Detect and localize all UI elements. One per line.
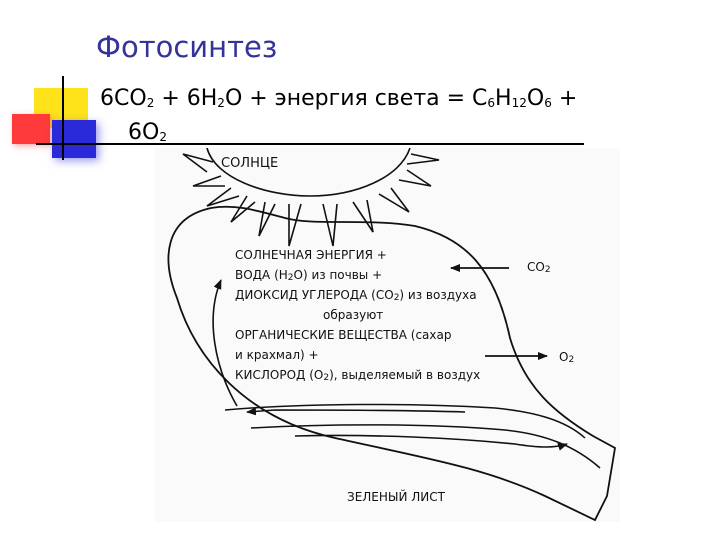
page-title: Фотосинтез: [96, 30, 278, 64]
formula-part: + 6H: [154, 86, 218, 111]
formula-sub: 6: [487, 96, 496, 110]
sun-ray: [258, 201, 276, 237]
formula-sub: 2: [146, 96, 155, 110]
diagram-line-2: ВОДА (H2O) из почвы +: [235, 268, 382, 283]
formula-line-2: 6O2: [100, 118, 577, 152]
sun-ray: [352, 199, 374, 233]
formula-sub: 6: [544, 96, 552, 110]
formula-part: O: [526, 86, 545, 111]
formula-part: 6O: [128, 120, 160, 145]
diagram-line-5: ОРГАНИЧЕСКИЕ ВЕЩЕСТВА (сахар: [235, 328, 452, 342]
diagram-line-6: и крахмал) +: [235, 348, 319, 362]
diagram-line-3: ДИОКСИД УГЛЕРОДА (CO2) из воздуха: [235, 288, 477, 303]
sun-label: СОЛНЦЕ: [221, 156, 279, 171]
text-sub: 2: [287, 273, 294, 283]
circulation-arrow-right: [294, 434, 568, 451]
sun-ray: [192, 175, 225, 187]
deco-blue-square: [52, 120, 96, 158]
circulation-arrow-left: [246, 407, 466, 416]
text-sub: 2: [544, 265, 551, 275]
leaf-diagram-svg: [167, 147, 616, 522]
formula-sub: 12: [511, 96, 527, 110]
text-sub: 2: [393, 293, 400, 303]
sun-ray: [406, 153, 440, 165]
sun-ray: [288, 203, 302, 247]
text-part: O: [559, 350, 569, 364]
sun-ray: [206, 187, 240, 207]
sun-rays: [182, 153, 440, 247]
text-part: ) из воздуха: [399, 288, 477, 302]
deco-red-square: [12, 114, 50, 144]
text-part: ДИОКСИД УГЛЕРОДА (CO: [235, 288, 394, 302]
diagram-line-7: КИСЛОРОД (O2), выделяемый в воздух: [235, 368, 480, 383]
text-sub: 2: [568, 355, 575, 365]
leaf-outline: [167, 205, 616, 522]
co2-label: CO2: [527, 260, 551, 275]
text-part: O) из почвы +: [293, 268, 383, 282]
text-part: CO: [527, 260, 545, 274]
sun-shape: [206, 147, 411, 197]
leaf-label: ЗЕЛЕНЫЙ ЛИСТ: [347, 490, 445, 504]
text-part: ВОДА (H: [235, 268, 288, 282]
text-part: КИСЛОРОД (O: [235, 368, 324, 382]
formula-part: H: [495, 86, 512, 111]
formula-part: +: [551, 86, 578, 111]
sun-ray: [398, 169, 432, 187]
formula-part: O + энергия света = C: [224, 86, 488, 111]
sun-ray: [378, 187, 410, 213]
text-part: ), выделяемый в воздух: [329, 368, 481, 382]
leaf-vein: [250, 424, 601, 469]
diagram-line-4: образуют: [323, 308, 384, 322]
photosynthesis-formula: 6CO2 + 6H2O + энергия света = C6H12O6 + …: [100, 84, 577, 152]
sun-ray: [322, 203, 338, 247]
leaf-vein: [224, 403, 586, 439]
sun-ray: [182, 153, 214, 173]
formula-part: 6CO: [100, 86, 147, 111]
vertical-rule: [62, 76, 64, 160]
formula-sub: 2: [159, 130, 167, 144]
circulation-arrow-up: [212, 279, 238, 407]
formula-sub: 2: [217, 96, 225, 110]
horizontal-rule: [36, 143, 584, 145]
text-sub: 2: [323, 373, 330, 383]
o2-label: O2: [559, 350, 574, 365]
photosynthesis-diagram: СОЛНЦЕ СОЛНЕЧНАЯ ЭНЕРГИЯ + ВОДА (H2O) из…: [155, 147, 620, 522]
diagram-line-1: СОЛНЕЧНАЯ ЭНЕРГИЯ +: [235, 248, 387, 262]
